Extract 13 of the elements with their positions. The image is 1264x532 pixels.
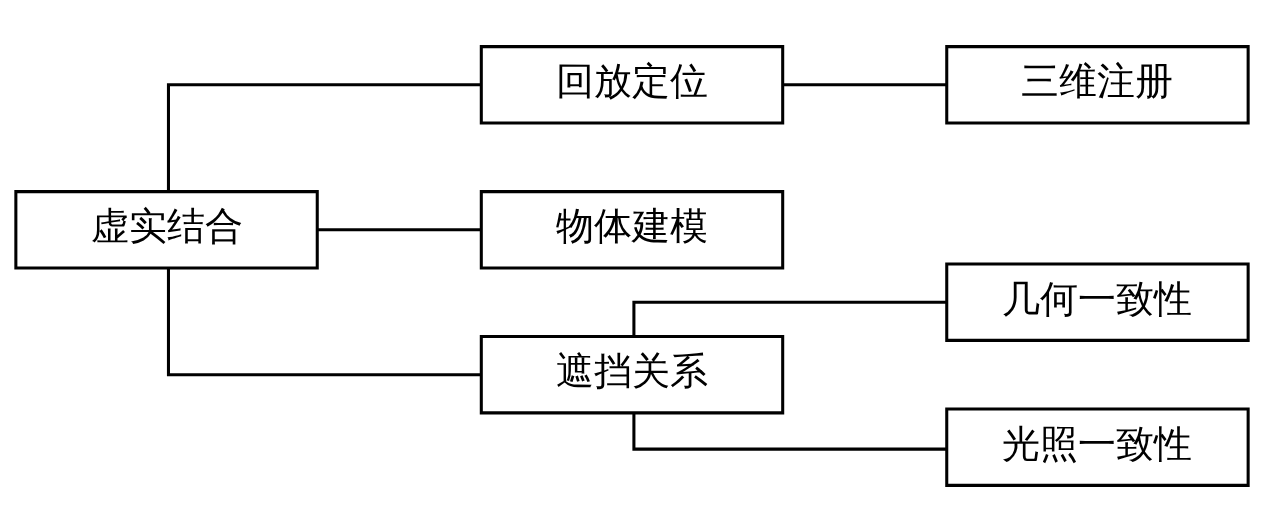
node-box: 回放定位 [479, 45, 785, 125]
connector [783, 83, 947, 87]
node-box: 物体建模 [479, 190, 785, 270]
connector [166, 268, 481, 377]
connector [317, 228, 481, 232]
node-box: 虚实结合 [14, 190, 319, 270]
connector [632, 413, 947, 451]
node-box: 几何一致性 [945, 262, 1250, 342]
node-box: 光照一致性 [945, 407, 1250, 487]
node-box: 遮挡关系 [479, 335, 785, 415]
connector [632, 300, 947, 336]
node-box: 三维注册 [945, 45, 1250, 125]
connector [166, 83, 481, 191]
